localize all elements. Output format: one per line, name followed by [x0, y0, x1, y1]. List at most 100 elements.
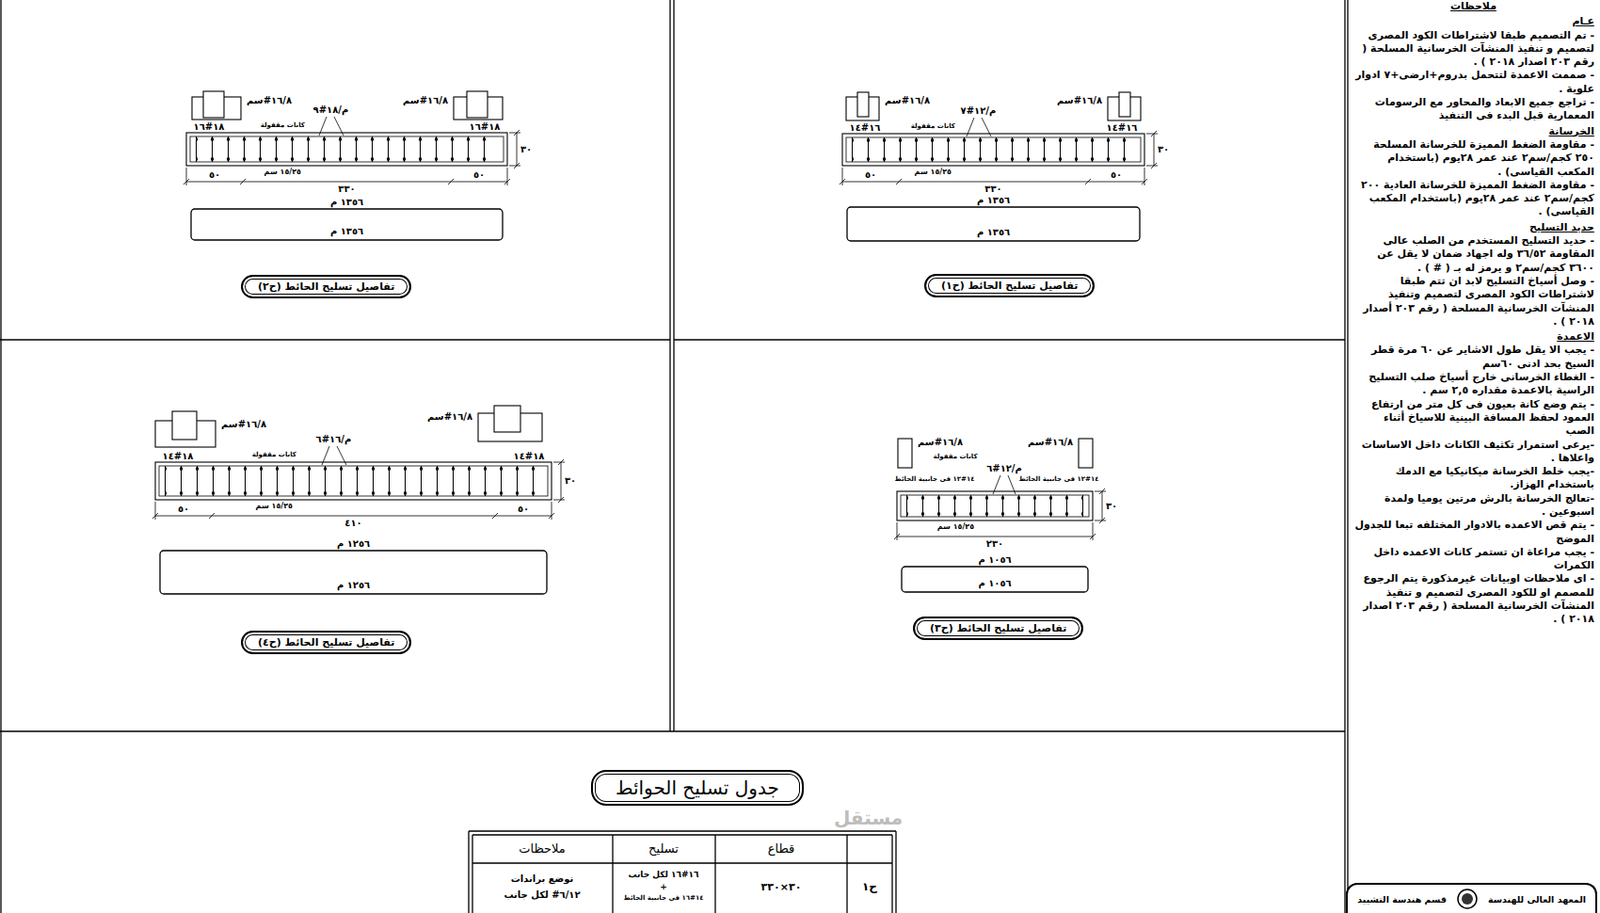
note-item: - اى ملاحظات اوبيانات غيرمذكورة يتم الرج…	[1352, 572, 1595, 626]
stirrups	[195, 136, 498, 162]
wall-section	[896, 491, 1093, 521]
column	[494, 405, 521, 432]
table-cell: ٦/١٢# لكل جانب	[503, 889, 580, 900]
spacing-label: ١٥/٢٥ سم	[256, 502, 293, 512]
detail-title: تفاصيل تسليح الحائط (ح١)	[924, 273, 1095, 298]
bar-shape	[191, 208, 503, 240]
note-item: - مقاومة الضغط المميزة للخرسانة المسلحة …	[1352, 138, 1595, 179]
table-cell: توضع براندات	[511, 873, 574, 884]
column-bar-label: ١٦/٨#سم	[246, 95, 292, 106]
stirrup-note: كانات مقفولة	[911, 123, 956, 131]
bar-length-label: ١٣٥٦ م	[330, 196, 364, 208]
dimension	[152, 459, 565, 520]
note-heading: حديد التسليح	[1352, 221, 1595, 235]
stirrup-label: م/١٢#٦	[986, 463, 1023, 474]
wall-section	[842, 133, 1145, 166]
stirrup	[846, 137, 1141, 162]
institute-text: قسم هندسة التشييد	[1357, 894, 1447, 905]
column-bar-label: ١٦/٨#سم	[884, 95, 930, 106]
column-bar-label: ١٦/٨#سم	[1027, 436, 1073, 448]
bar-length-label: ١٣٥٦ م	[330, 225, 364, 237]
stirrup	[900, 495, 1089, 517]
column	[857, 92, 869, 117]
stirrup	[159, 465, 548, 496]
dimension-label: ٥٠	[1110, 169, 1122, 180]
bars	[195, 138, 498, 142]
wall-section	[155, 462, 552, 500]
bars	[906, 496, 1084, 500]
bar-shape	[847, 207, 1140, 241]
note-item: -يجب خلط الخرسانة ميكانيكيا مع الدمك باس…	[1352, 464, 1595, 493]
note-item: - وصل أسياخ التسليح لابد ان تتم طبقا لاش…	[1352, 274, 1595, 329]
column	[1078, 438, 1093, 468]
table-cell: +	[659, 882, 668, 893]
dimension-label: ٥٠	[177, 503, 190, 514]
bar-length-label: ١٢٥٦ م	[336, 579, 370, 591]
dimension	[839, 130, 1158, 186]
side-bars-label: ١٤#١٢ فى جانبية الحائط	[894, 476, 975, 484]
dimension-label: ٥٠	[864, 169, 877, 180]
column	[172, 411, 197, 440]
stirrup-label: م/١٦#٦	[316, 433, 352, 445]
note-heading: ملاحظات	[1352, 0, 1595, 14]
title-text: جدول تسليح الحوائط	[615, 776, 780, 800]
side-bars-label: ١٨#١٤	[513, 450, 545, 462]
title-text: تفاصيل تسليح الحائط (ح٢)	[257, 280, 395, 293]
bar-length-label: ١٣٥٦ م	[976, 226, 1010, 238]
wall-detail	[839, 92, 1158, 241]
column-bar-label: ١٦/٨#سم	[427, 411, 473, 422]
note-heading: عـام	[1352, 15, 1595, 29]
wall-detail	[152, 405, 565, 594]
bar-shape	[901, 566, 1088, 592]
note-item: -تعالج الخرسانة بالرش مرتين يوميا ولمدة …	[1352, 492, 1595, 520]
bar-length-label: ١٠٥٦ م	[977, 554, 1011, 565]
title-text: تفاصيل تسليح الحائط (ح٣)	[929, 622, 1067, 635]
title-text: تفاصيل تسليح الحائط (ح١)	[941, 279, 1078, 292]
side-bars-label: ١٦#١٤	[1106, 122, 1138, 133]
notes-column: ملاحظاتعـام- تم التصميم طبقا لاشتراطات ا…	[1352, 0, 1595, 627]
side-bars-label: ١٨#١٦	[193, 121, 225, 132]
leader	[992, 475, 1016, 495]
column-bar-label: ١٦/٨#سم	[1056, 95, 1103, 106]
detail-title: تفاصيل تسليح الحائط (ح٢)	[240, 274, 412, 299]
title-text: تفاصيل تسليح الحائط (ح٤)	[257, 636, 395, 649]
sheet-frame	[0, 0, 1348, 913]
side-bars-label: ١٦#١٤	[849, 122, 881, 133]
side-bars-label: ١٨#١٤	[162, 450, 194, 462]
note-item: - حديد التسليح المستخدم من الصلب عالى ال…	[1352, 234, 1595, 275]
bars	[851, 139, 1136, 143]
institute-text: المعهد العالى للهندسة	[1488, 894, 1586, 905]
bars	[164, 467, 543, 471]
stirrup-label: م/١٨#٩	[313, 104, 350, 115]
bars	[851, 158, 1136, 161]
bar-length-label: ١٣٥٦ م	[976, 194, 1010, 206]
bar-shape	[160, 550, 547, 594]
bar-length-label: ١٢٥٦ م	[336, 538, 370, 549]
note-item: - الغطاء الخرسانى خارج أسياخ صلب التسليح…	[1352, 370, 1595, 399]
leader	[319, 116, 344, 136]
dimension-label: ٥٠	[517, 503, 529, 514]
stirrups	[164, 465, 543, 496]
note-item: - مقاومة الضغط المميزة للخرسانة العادية …	[1352, 178, 1595, 220]
note-item: - يجب الا يقل طول الاشاير عن ٦٠ مرة قطر …	[1352, 343, 1595, 371]
dimension-label: ٣٠	[1105, 500, 1118, 512]
note-heading: الخرسانة	[1352, 125, 1595, 139]
note-heading: الاعمدة	[1352, 330, 1595, 344]
title-block: المعهد العالى للهندسة قسم هندسة التشييد	[1345, 882, 1598, 913]
detail-title: تفاصيل تسليح الحائط (ح٣)	[912, 616, 1084, 640]
dimension-label: ٤١٠	[344, 517, 362, 528]
column-bar-label: ١٦/٨#سم	[221, 418, 267, 430]
dimension-label: ٣٣٠	[984, 183, 1002, 194]
leader	[966, 117, 992, 137]
dimension-label: ٢٣٠	[986, 538, 1004, 549]
dimension-label: ٣٠	[564, 475, 576, 486]
column-bar-label: ١٦/٨#سم	[402, 95, 448, 106]
detail-title: تفاصيل تسليح الحائط (ح٤)	[240, 630, 412, 655]
dimension-label: ٥٠	[208, 169, 221, 180]
table-header: تسليح	[648, 842, 679, 856]
note-item: - تم التصميم طبقا لاشتراطات الكود المصرى…	[1352, 29, 1595, 70]
table-header: قطاع	[768, 842, 796, 856]
logo-ring	[1457, 889, 1477, 909]
dimension	[894, 488, 1106, 541]
